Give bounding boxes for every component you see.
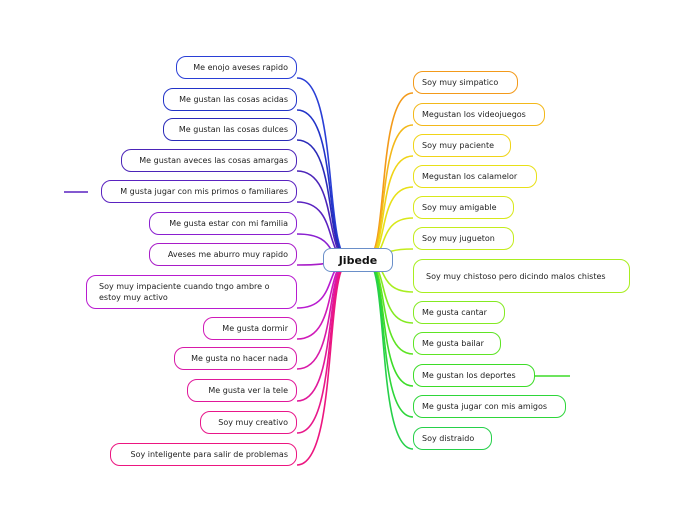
topic-deportes[interactable]: Me gustan los deportes <box>413 364 535 387</box>
topic-aburro-rapido[interactable]: Aveses me aburro muy rapido <box>149 243 297 266</box>
branch-line-right-0 <box>365 92 414 261</box>
topic-calamelor[interactable]: Megustan los calamelor <box>413 165 537 188</box>
topic-simpatico[interactable]: Soy muy simpatico <box>413 71 518 94</box>
topic-videojuegos[interactable]: Megustan los videojuegos <box>413 103 545 126</box>
topic-creativo[interactable]: Soy muy creativo <box>200 411 297 434</box>
topic-dormir[interactable]: Me gusta dormir <box>203 317 297 340</box>
topic-cosas-acidas[interactable]: Me gustan las cosas acidas <box>163 88 297 111</box>
topic-paciente[interactable]: Soy muy paciente <box>413 134 511 157</box>
topic-amigable[interactable]: Soy muy amigable <box>413 196 514 219</box>
topic-jugar-amigos[interactable]: Me gusta jugar con mis amigos <box>413 395 566 418</box>
topic-estar-familia[interactable]: Me gusta estar con mi familia <box>149 212 297 235</box>
central-topic[interactable]: Jibede <box>323 248 393 272</box>
topic-impaciente[interactable]: Soy muy impaciente cuando tngo ambre o e… <box>86 275 297 309</box>
branch-line-left-11 <box>296 259 351 434</box>
topic-inteligente[interactable]: Soy inteligente para salir de problemas <box>110 443 297 466</box>
topic-distraido[interactable]: Soy distraido <box>413 427 492 450</box>
branch-line-left-2 <box>296 139 351 261</box>
topic-chistoso[interactable]: Soy muy chistoso pero dicindo malos chis… <box>413 259 630 293</box>
topic-jugar-primos[interactable]: M gusta jugar con mis primos o familiare… <box>101 180 297 203</box>
topic-ver-tele[interactable]: Me gusta ver la tele <box>187 379 297 402</box>
branch-line-left-10 <box>296 259 351 402</box>
branch-line-right-1 <box>365 124 414 261</box>
branch-line-right-9 <box>365 259 414 387</box>
branch-line-left-9 <box>296 259 351 370</box>
topic-cantar[interactable]: Me gusta cantar <box>413 301 505 324</box>
topic-bailar[interactable]: Me gusta bailar <box>413 332 501 355</box>
topic-cosas-amargas[interactable]: Me gustan aveces las cosas amargas <box>121 149 297 172</box>
topic-enojo-rapido[interactable]: Me enojo aveses rapido <box>176 56 297 79</box>
branch-line-right-2 <box>365 155 414 261</box>
topic-no-hacer-nada[interactable]: Me gusta no hacer nada <box>174 347 297 370</box>
topic-cosas-dulces[interactable]: Me gustan las cosas dulces <box>163 118 297 141</box>
topic-jugueton[interactable]: Soy muy jugueton <box>413 227 514 250</box>
central-topic-label: Jibede <box>338 253 378 267</box>
branch-line-left-1 <box>296 109 351 261</box>
